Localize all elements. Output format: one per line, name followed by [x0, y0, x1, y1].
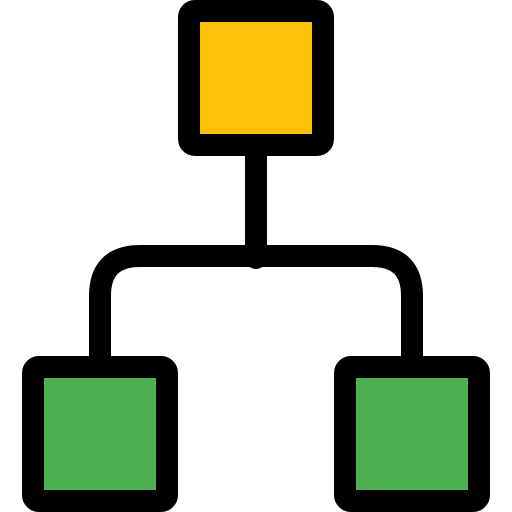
- connector-right-branch: [245, 245, 423, 383]
- node-root: [178, 0, 334, 156]
- connectors: [89, 129, 423, 383]
- node-right-child: [334, 356, 490, 512]
- connector-left-branch: [89, 245, 267, 383]
- node-left-child: [22, 356, 178, 512]
